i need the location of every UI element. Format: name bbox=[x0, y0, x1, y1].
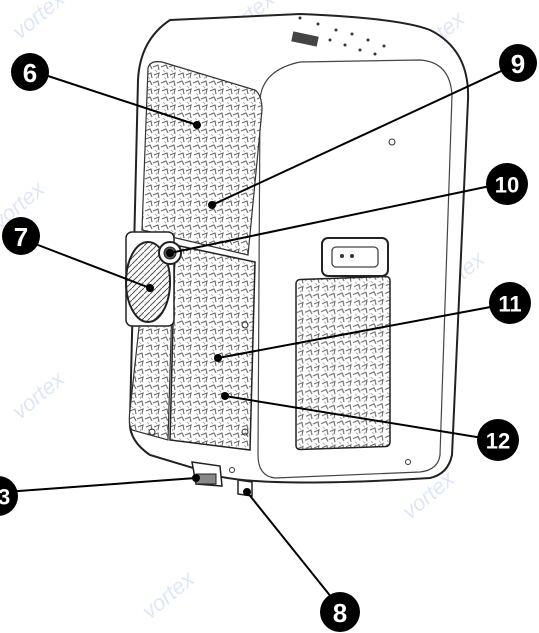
screw-hole bbox=[388, 138, 396, 146]
screw-hole bbox=[405, 459, 411, 465]
filter-screws bbox=[241, 321, 249, 436]
side-grille-lower bbox=[128, 299, 173, 441]
callout-badge-11: 11 bbox=[489, 282, 531, 324]
bottom-fittings bbox=[148, 428, 253, 497]
callout-badge-7: 7 bbox=[2, 217, 40, 255]
svg-text:7: 7 bbox=[14, 222, 28, 252]
carry-handle bbox=[321, 237, 389, 277]
svg-text:vortex: vortex bbox=[137, 566, 200, 624]
svg-text:vortex: vortex bbox=[7, 366, 70, 424]
callout-badge-10: 10 bbox=[486, 163, 528, 205]
top-indicator-dots bbox=[298, 16, 386, 56]
leader-lines bbox=[4, 65, 513, 609]
svg-text:9: 9 bbox=[511, 49, 525, 79]
svg-text:vortex: vortex bbox=[7, 0, 70, 44]
svg-text:6: 6 bbox=[23, 58, 37, 88]
side-grille-upper bbox=[141, 61, 263, 256]
svg-text:12: 12 bbox=[486, 429, 510, 454]
callout-badge-9: 9 bbox=[499, 44, 537, 82]
svg-text:11: 11 bbox=[498, 292, 521, 317]
callout-badge-13: 13 bbox=[0, 476, 18, 516]
callout-badge-12: 12 bbox=[477, 419, 519, 461]
callout-badge-6: 6 bbox=[11, 53, 49, 91]
rear-grille bbox=[295, 275, 391, 451]
callout-badge-8: 8 bbox=[320, 592, 360, 632]
svg-text:8: 8 bbox=[333, 598, 347, 628]
filter-panel bbox=[169, 244, 256, 451]
svg-text:13: 13 bbox=[0, 485, 10, 510]
top-control-panel bbox=[291, 31, 319, 47]
svg-text:10: 10 bbox=[495, 173, 519, 198]
